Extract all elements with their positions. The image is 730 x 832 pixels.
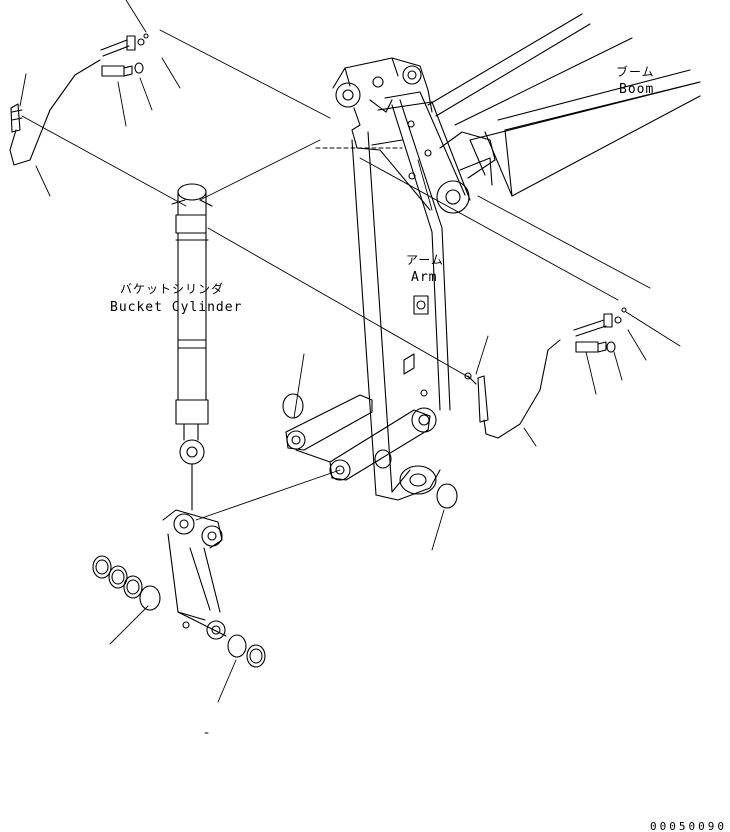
boom (427, 13, 701, 214)
leader-lines (19, 0, 681, 734)
bucket-cylinder-label-en: Bucket Cylinder (110, 300, 243, 315)
drawing-number: 00050090 (650, 820, 727, 832)
arm-label-en: Arm (411, 270, 438, 285)
arm (332, 57, 471, 501)
grease-hose-left (9, 33, 149, 166)
boom-label-jp: ブーム (616, 65, 655, 79)
shims (92, 393, 458, 668)
bucket-cylinder-label-jp: バケットシリンダ (120, 282, 225, 296)
lower-link (162, 509, 227, 640)
bucket-links (285, 394, 431, 481)
arm-label-jp: アーム (406, 253, 444, 267)
bucket-cylinder (171, 183, 213, 511)
boom-label-en: Boom (619, 82, 655, 97)
grease-hose-right (464, 307, 627, 439)
